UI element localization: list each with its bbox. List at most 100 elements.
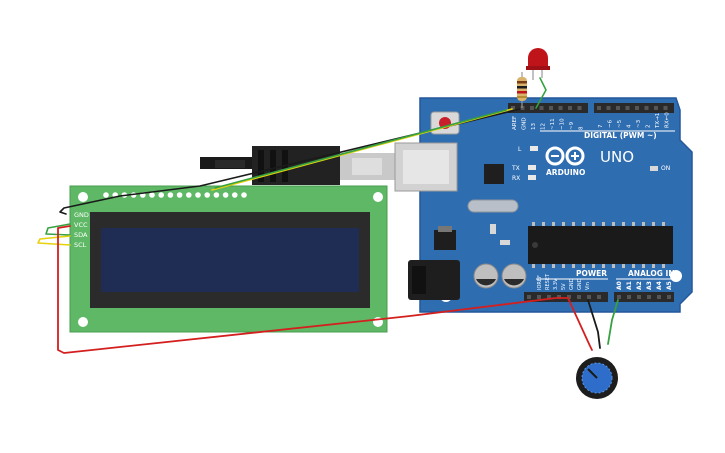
lcd-pin-hole [204, 192, 210, 198]
header-pin-hole[interactable] [625, 106, 630, 110]
wires [37, 77, 619, 354]
header-pin-hole[interactable] [537, 295, 541, 299]
digital-header-label: DIGITAL (PWM ~) [584, 131, 657, 140]
wire-gnd-black [59, 108, 521, 215]
header-pin-hole[interactable] [511, 106, 515, 110]
wire-black-pot [587, 299, 601, 349]
wire-sda-yellow [37, 235, 71, 246]
power-pin-label: IOREF [537, 275, 543, 290]
header-pin-hole[interactable] [547, 295, 551, 299]
header-pin-hole[interactable] [557, 295, 561, 299]
header-pin-hole[interactable] [527, 295, 531, 299]
header-pin-hole[interactable] [606, 106, 611, 110]
header-pin-hole[interactable] [597, 295, 601, 299]
lcd-pin-hole [186, 192, 192, 198]
lcd-screen [101, 228, 359, 292]
header-pin-hole[interactable] [616, 106, 620, 110]
digital-pin-label: ~9 [569, 121, 575, 130]
header-pin-hole[interactable] [539, 106, 544, 110]
header-pin-hole[interactable] [644, 106, 649, 110]
header-pin-hole[interactable] [577, 295, 581, 299]
capacitor [501, 263, 527, 289]
header-pin-hole[interactable] [663, 106, 668, 110]
header-pin-hole[interactable] [549, 106, 553, 110]
header-pin-hole[interactable] [587, 295, 591, 299]
power-jack [408, 260, 460, 300]
digital-header-right[interactable] [594, 103, 674, 113]
analog-pin-label: A1 [626, 281, 633, 290]
arduino-logo-text: ARDUINO [546, 168, 585, 177]
power-pin-label: GND [569, 278, 575, 290]
crystal [467, 199, 519, 213]
led-red[interactable] [526, 48, 550, 80]
wire-green-long [214, 109, 507, 189]
lcd-pin-hole [103, 192, 109, 198]
rx-led-label: RX [512, 175, 520, 182]
header-pin-hole[interactable] [558, 106, 563, 110]
lcd-pin-hole [149, 192, 155, 198]
digital-pin-label: ~5 [617, 119, 623, 128]
lcd-pin-hole [213, 192, 220, 198]
wire-green-pot [607, 299, 619, 345]
digital-pin-label: GND [522, 117, 528, 130]
wire-red-pot [567, 297, 593, 351]
digital-pin-label: 4 [627, 124, 633, 128]
power-header[interactable] [524, 292, 608, 302]
power-pin-label: GND [577, 278, 583, 290]
lcd-pin-label: GND [74, 211, 89, 219]
analog-pin-label: A2 [636, 281, 643, 290]
header-pin-hole[interactable] [647, 295, 651, 299]
resistor [517, 72, 527, 108]
power-pin-label: Vin [585, 282, 591, 290]
header-pin-hole[interactable] [617, 295, 621, 299]
analog-header[interactable] [614, 292, 674, 302]
l-led-label: L [518, 146, 522, 153]
digital-pin-label: 12 [541, 123, 547, 130]
header-pin-hole[interactable] [635, 106, 639, 110]
power-pin-label: 3.3V [553, 278, 559, 290]
digital-pin-label: AREF [512, 116, 518, 130]
mount-hole [78, 317, 88, 327]
digital-pin-label: ~10 [560, 118, 566, 130]
lcd-pin-hole [232, 192, 238, 198]
wire-led-green [535, 77, 547, 109]
lcd-pin-hole [222, 192, 229, 198]
header-pin-hole[interactable] [627, 295, 631, 299]
power-pin-label: 5V [561, 283, 567, 290]
lcd-pin-label: VCC [74, 221, 88, 229]
header-pin-hole[interactable] [637, 295, 641, 299]
header-pin-hole[interactable] [657, 295, 661, 299]
voltage-regulator [434, 230, 456, 250]
wire-5v-red [57, 225, 569, 354]
mount-hole [373, 192, 383, 202]
power-header-label: POWER [576, 269, 607, 278]
power-pin-label: RESET [545, 273, 551, 290]
lcd-pin-hole [176, 192, 183, 198]
analog-pin-label: A0 [616, 281, 623, 290]
digital-pin-label: 7 [598, 124, 604, 128]
analog-pin-label: A4 [656, 281, 663, 290]
digital-pin-label: ~3 [636, 119, 642, 128]
header-pin-hole[interactable] [667, 295, 671, 299]
analog-pin-label: A5 [666, 281, 673, 290]
header-pin-hole[interactable] [568, 106, 572, 110]
capacitor [473, 263, 499, 289]
header-pin-hole[interactable] [567, 295, 571, 299]
tx-led-label: TX [511, 165, 520, 172]
potentiometer[interactable] [576, 357, 618, 399]
lcd-pin-hole [167, 192, 174, 198]
analog-header-label: ANALOG IN [628, 269, 675, 278]
header-pin-hole[interactable] [597, 106, 601, 110]
digital-header-left[interactable] [508, 103, 588, 113]
digital-pin-label: ~6 [608, 119, 614, 128]
digital-pin-label: ~11 [550, 118, 556, 130]
header-pin-hole[interactable] [577, 106, 582, 110]
header-pin-hole[interactable] [654, 106, 658, 110]
digital-pin-label: RX←0 [665, 112, 671, 128]
lcd-pin-label: SCL [74, 241, 87, 249]
header-pin-hole[interactable] [530, 106, 534, 110]
digital-pin-label: 8 [579, 126, 585, 130]
